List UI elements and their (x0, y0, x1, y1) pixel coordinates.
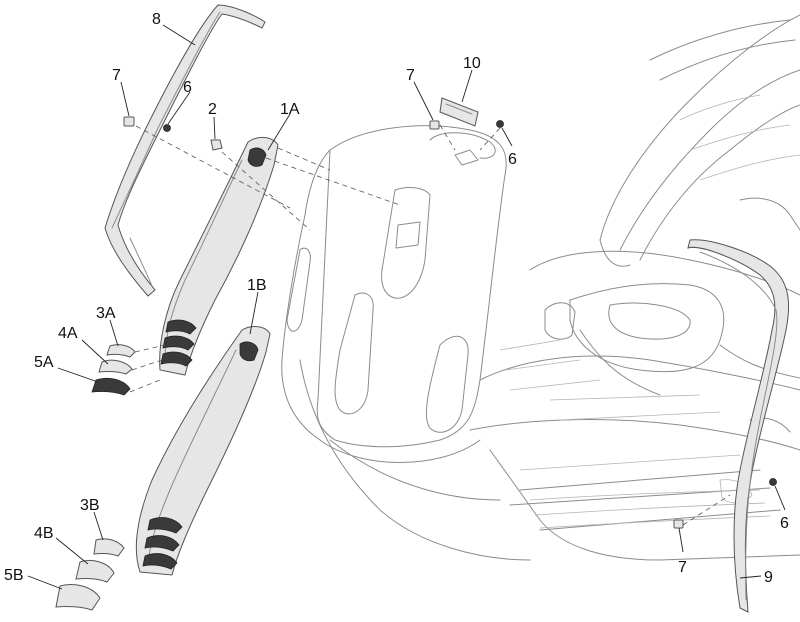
clip-7-left (123, 116, 135, 127)
callout-3A: 3A (96, 305, 116, 322)
callout-3B: 3B (80, 497, 100, 514)
callout-7-top: 7 (406, 67, 415, 84)
callout-6-top: 6 (508, 151, 517, 168)
inserts-B (55, 538, 125, 611)
leader-lines (27, 24, 786, 590)
callout-4A: 4A (58, 325, 78, 342)
callout-1B: 1B (247, 277, 267, 294)
callout-6-left: 6 (183, 79, 192, 96)
clip-7-top (429, 120, 440, 130)
callout-10: 10 (463, 55, 481, 72)
clip-7-bottom (673, 519, 684, 529)
callout-7-left: 7 (112, 67, 121, 84)
insert-4A (98, 359, 133, 375)
callout-labels: 8 7 6 2 1A 7 10 6 1B 3A 4A 5A 3B 4B 5B 6… (4, 11, 789, 586)
callout-6-right: 6 (780, 515, 789, 532)
part-8-trim-strip (104, 4, 266, 297)
alignment-lines (129, 124, 731, 526)
callout-7-bottom: 7 (678, 559, 687, 576)
insert-3B (93, 538, 125, 557)
insert-4B (75, 559, 115, 583)
screw-6-top (496, 120, 504, 128)
bracket-10 (439, 97, 479, 127)
screw-6-left (163, 124, 171, 132)
screw-6-right (769, 478, 777, 486)
nut-2 (210, 139, 223, 151)
scooter-body (281, 14, 800, 561)
part-9-trim-strip (687, 239, 790, 613)
part-1B-horn-cover (135, 326, 271, 576)
callout-9: 9 (764, 569, 773, 586)
callout-4B: 4B (34, 525, 54, 542)
insert-5B (55, 584, 101, 611)
callout-5A: 5A (34, 354, 54, 371)
insert-5A (91, 377, 131, 396)
callout-1A: 1A (280, 101, 300, 118)
callout-8: 8 (152, 11, 161, 28)
part-1A-horn-cover (159, 137, 279, 376)
insert-3A (106, 344, 136, 358)
inserts-A (91, 344, 136, 396)
hardware-pieces (123, 97, 777, 529)
callout-2: 2 (208, 101, 217, 118)
callout-5B: 5B (4, 567, 24, 584)
